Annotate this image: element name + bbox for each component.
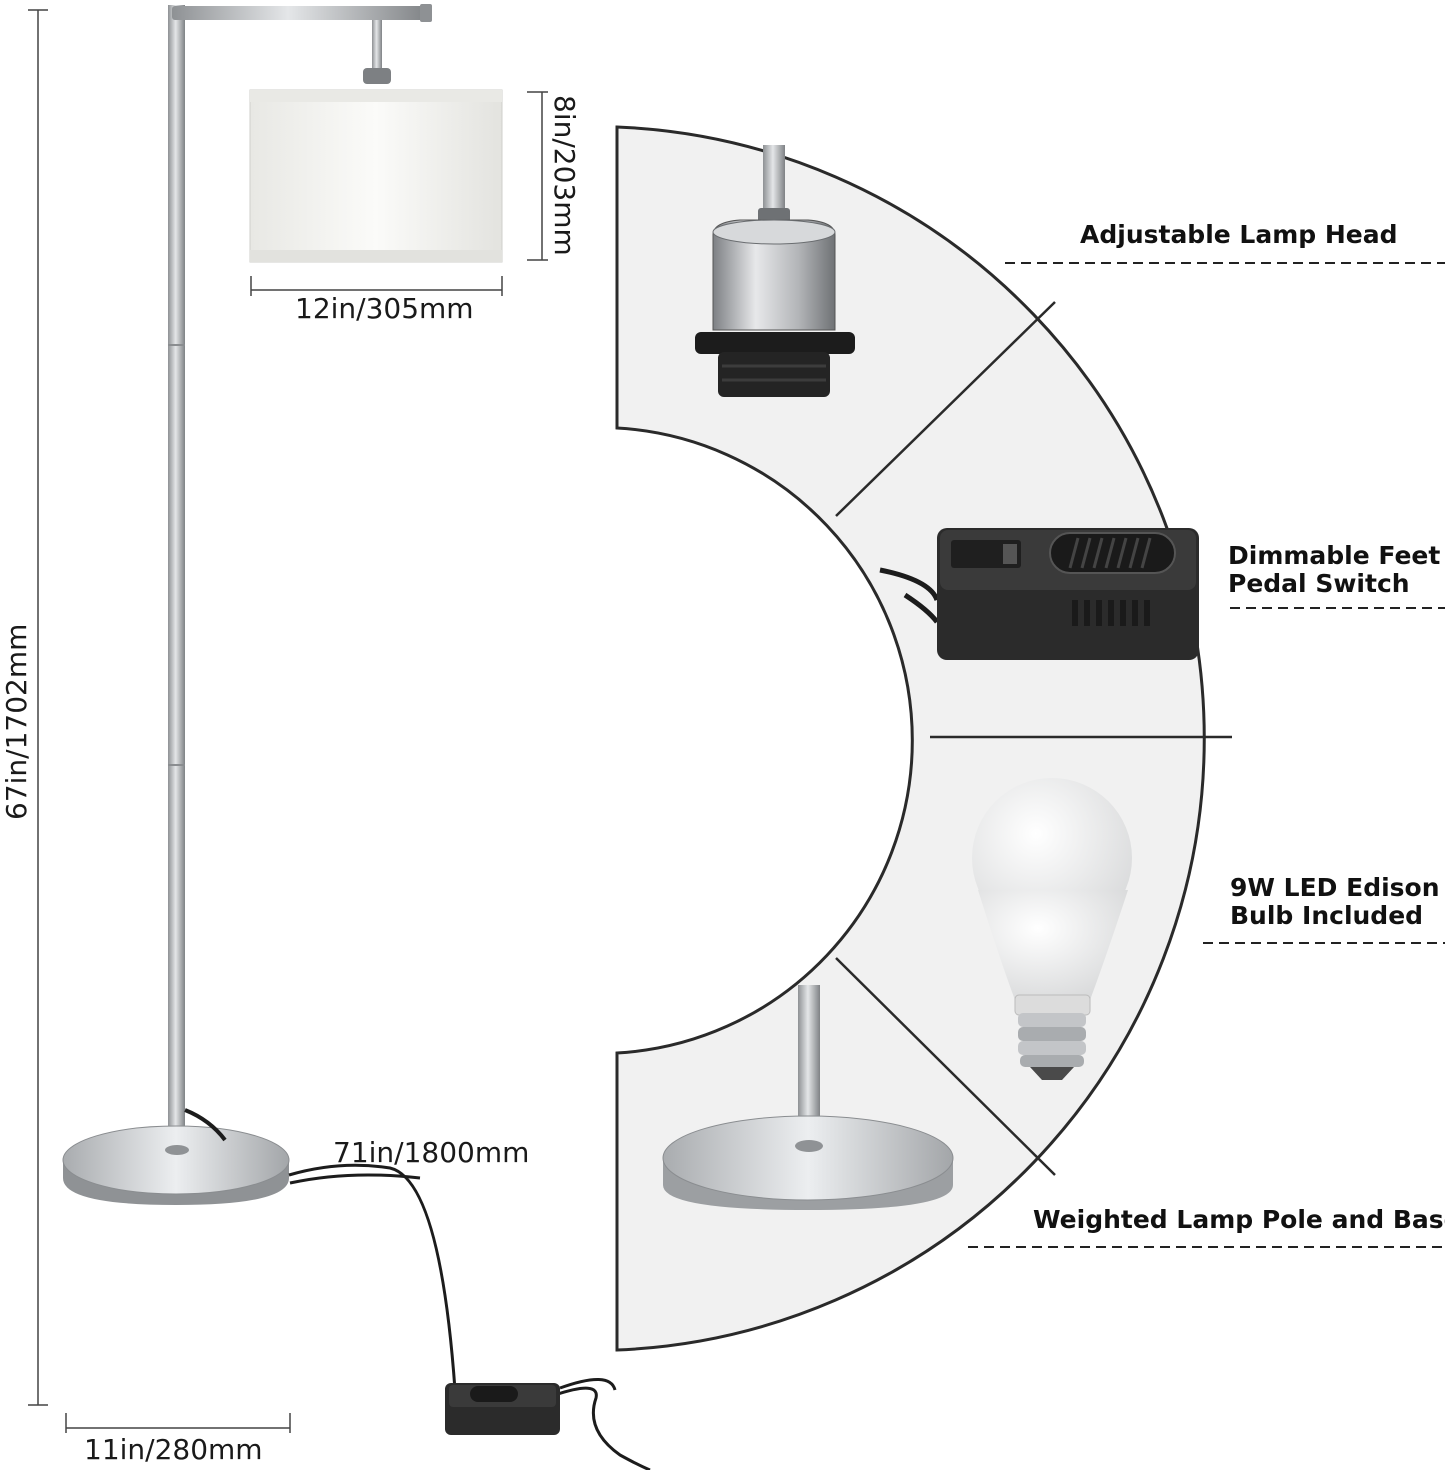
- feature-led-bulb: 9W LED Edison Bulb Included: [1230, 874, 1440, 930]
- feature-label: Pedal Switch: [1228, 569, 1410, 598]
- feature-adjustable-lamp-head: Adjustable Lamp Head: [1080, 221, 1398, 249]
- floor-lamp: [62, 4, 503, 1205]
- height-dimension-line: [28, 9, 48, 1406]
- feature-label: Adjustable Lamp Head: [1080, 220, 1398, 249]
- base-width-dimension-label: 11in/280mm: [84, 1433, 263, 1466]
- lamp-base-icon: [662, 985, 954, 1210]
- feature-label: Weighted Lamp Pole and Base: [1033, 1205, 1445, 1234]
- feature-label: Dimmable Feet: [1228, 541, 1441, 570]
- feature-dimmable-pedal-switch: Dimmable Feet Pedal Switch: [1228, 542, 1440, 598]
- leader-lines: [968, 262, 1445, 1248]
- shade-width-dimension-label: 12in/305mm: [295, 292, 474, 325]
- cord-and-switch: [184, 1108, 651, 1470]
- shade-height-dimension-label: 8in/203mm: [548, 95, 581, 256]
- height-dimension-label: 67in/1702mm: [0, 623, 33, 820]
- feature-weighted-pole-base: Weighted Lamp Pole and Base: [1033, 1206, 1445, 1234]
- foot-pedal-switch-icon: [879, 528, 1199, 660]
- led-bulb-icon: [972, 778, 1132, 1080]
- feature-label: 9W LED Edison: [1230, 873, 1440, 902]
- feature-label: Bulb Included: [1230, 901, 1424, 930]
- shade-height-dimension-line: [527, 91, 548, 261]
- base-width-dimension-line: [65, 1413, 291, 1433]
- shade-width-dimension-line: [250, 276, 503, 296]
- lamp-socket-icon: [695, 145, 855, 397]
- cord-length-dimension-label: 71in/1800mm: [333, 1136, 530, 1169]
